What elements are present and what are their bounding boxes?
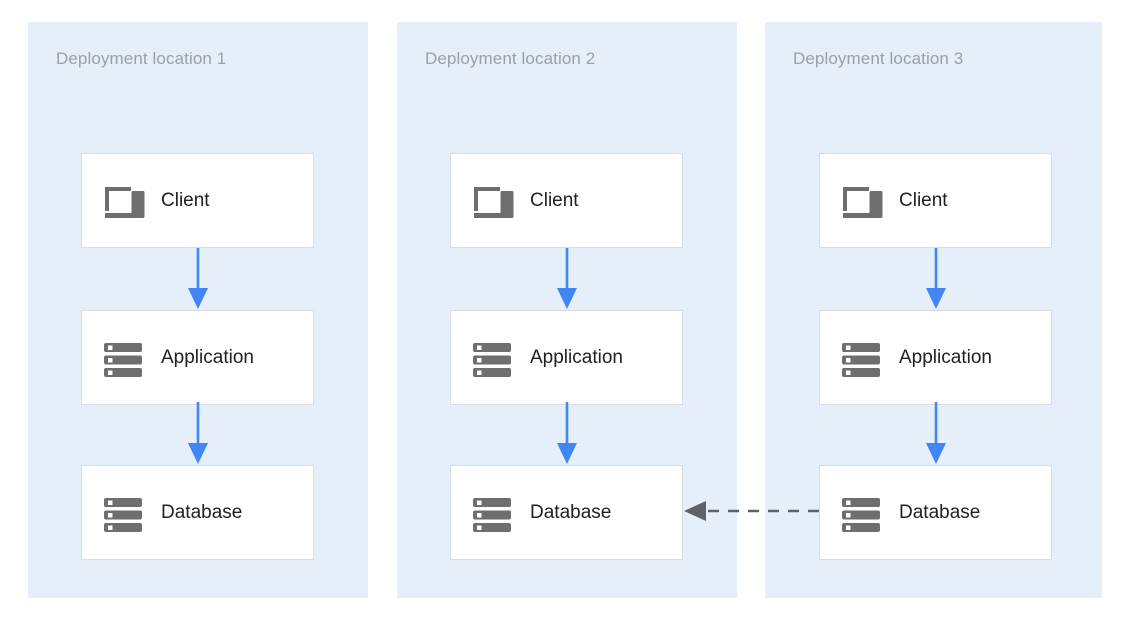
devices-icon <box>101 179 145 223</box>
server-icon <box>839 336 883 380</box>
panel-title-3: Deployment location 3 <box>793 49 964 68</box>
server-icon <box>101 336 145 380</box>
arrow-application1-to-database1 <box>185 402 211 465</box>
node-label-database-1: Database <box>161 501 243 523</box>
devices-icon <box>839 179 883 223</box>
arrow-client3-to-application3 <box>923 248 949 310</box>
node-client-1[interactable]: Client <box>81 153 314 248</box>
node-label-application-2: Application <box>530 346 623 368</box>
arrow-database3-to-database2-dashed <box>680 498 822 524</box>
node-application-3[interactable]: Application <box>819 310 1052 405</box>
node-label-database-3: Database <box>899 501 981 523</box>
arrow-application3-to-database3 <box>923 402 949 465</box>
node-application-2[interactable]: Application <box>450 310 683 405</box>
arrow-client1-to-application1 <box>185 248 211 310</box>
devices-icon <box>470 179 514 223</box>
node-database-1[interactable]: Database <box>81 465 314 560</box>
node-label-application-1: Application <box>161 346 254 368</box>
server-icon <box>470 336 514 380</box>
server-icon <box>839 491 883 535</box>
panel-title-1: Deployment location 1 <box>56 49 227 68</box>
node-label-application-3: Application <box>899 346 992 368</box>
node-label-client-2: Client <box>530 189 579 211</box>
node-client-3[interactable]: Client <box>819 153 1052 248</box>
node-label-client-3: Client <box>899 189 948 211</box>
node-client-2[interactable]: Client <box>450 153 683 248</box>
server-icon <box>470 491 514 535</box>
arrow-client2-to-application2 <box>554 248 580 310</box>
node-label-database-2: Database <box>530 501 612 523</box>
node-application-1[interactable]: Application <box>81 310 314 405</box>
node-label-client-1: Client <box>161 189 210 211</box>
node-database-3[interactable]: Database <box>819 465 1052 560</box>
server-icon <box>101 491 145 535</box>
node-database-2[interactable]: Database <box>450 465 683 560</box>
arrow-application2-to-database2 <box>554 402 580 465</box>
panel-title-2: Deployment location 2 <box>425 49 596 68</box>
